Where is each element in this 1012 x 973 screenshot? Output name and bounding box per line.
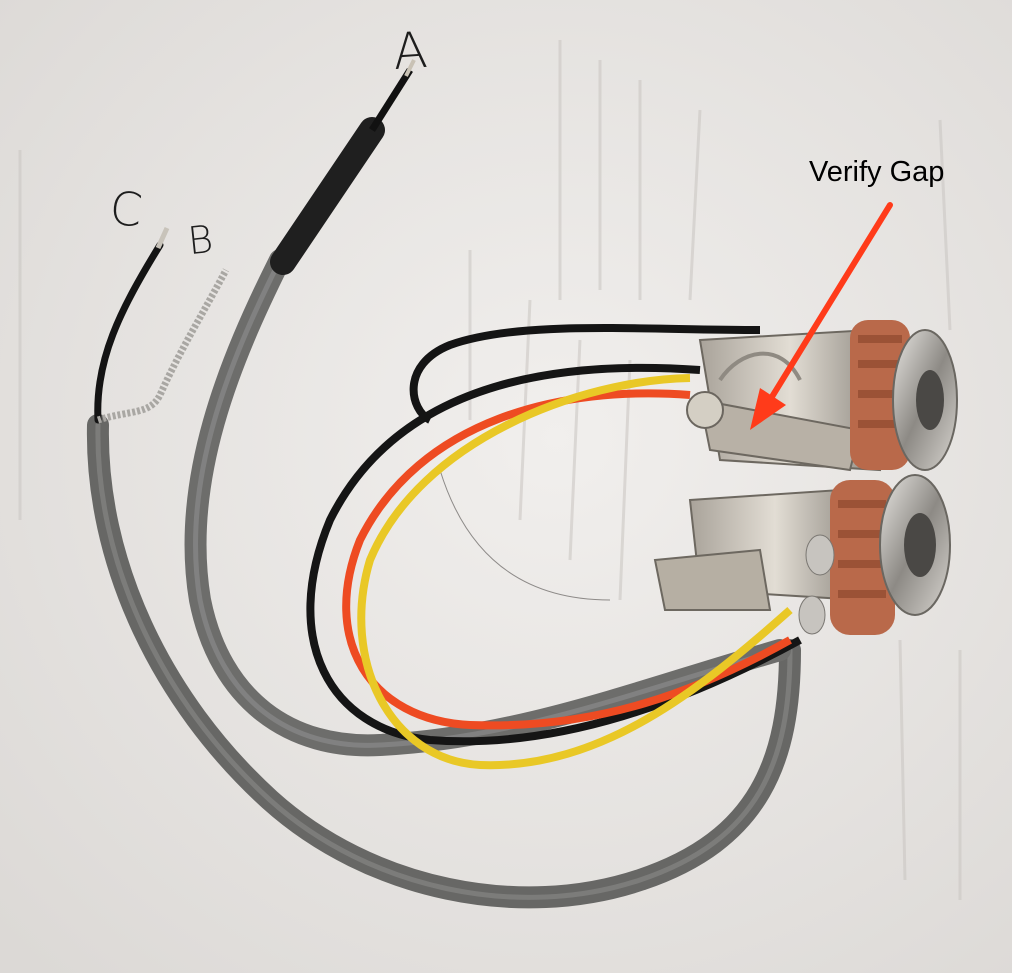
heat-shrink xyxy=(270,117,385,275)
pencil-curve xyxy=(439,469,611,601)
orange-wire-loop xyxy=(342,389,792,730)
lower-jack xyxy=(653,474,951,635)
top-black-wire xyxy=(409,324,761,424)
black-wire-loop xyxy=(306,363,802,746)
wire-label-a: A xyxy=(391,20,430,82)
wire-a-leads xyxy=(369,68,413,132)
wire-label-b: B xyxy=(185,216,216,264)
verify-gap-arrow xyxy=(750,202,893,430)
upper-jack xyxy=(686,320,958,472)
yellow-wire-loop xyxy=(357,374,793,770)
wire-label-c: C xyxy=(107,180,145,238)
wire-c xyxy=(94,241,164,424)
wire-b-shield xyxy=(96,268,230,424)
paper-bleed-text xyxy=(18,40,962,900)
verify-gap-label: Verify Gap xyxy=(809,156,945,188)
